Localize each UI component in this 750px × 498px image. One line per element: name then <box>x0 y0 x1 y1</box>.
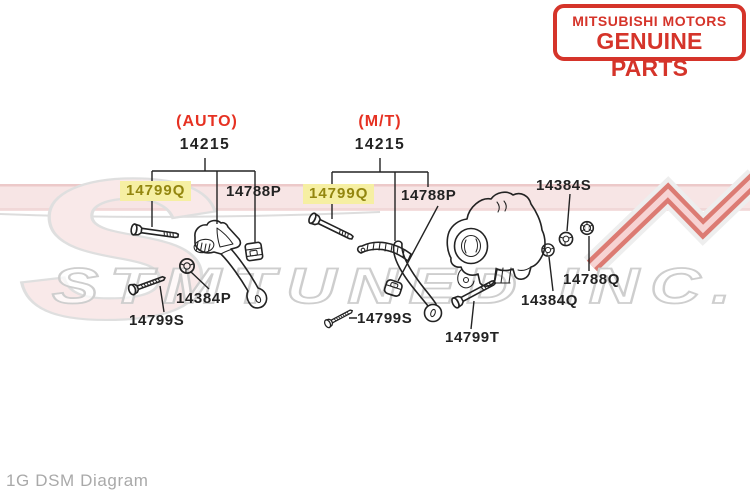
diagram-caption: 1G DSM Diagram <box>6 471 149 490</box>
part-label-14799s-mt: 14799S <box>357 310 413 327</box>
part-label-14384q: 14384Q <box>521 292 578 309</box>
part-label-14799s-auto: 14799S <box>129 312 185 329</box>
washer-14384p-drawing <box>179 258 195 274</box>
badge-line1: MITSUBISHI MOTORS <box>572 13 727 29</box>
watermark-letter-s: S <box>18 138 218 362</box>
variant-label-mt: (M/T) <box>358 113 402 130</box>
callout-lines-mt <box>331 158 439 282</box>
part-label-14788p-auto: 14788P <box>226 183 282 200</box>
genuine-parts-badge: MITSUBISHI MOTORS GENUINE PARTS <box>553 4 746 81</box>
part-label-14799t: 14799T <box>445 329 500 346</box>
clip-nut-auto-drawing <box>244 241 264 262</box>
alternator-drawing <box>446 191 546 289</box>
pivot-bolt-mt-drawing <box>306 211 356 244</box>
part-number-14215-mt: 14215 <box>354 136 406 153</box>
variant-label-auto: (AUTO) <box>176 113 238 130</box>
watermark-chevron <box>583 169 750 275</box>
part-number-14215-auto: 14215 <box>179 136 231 153</box>
badge-line2: GENUINE PARTS <box>596 28 703 81</box>
part-label-14788p-mt: 14788P <box>401 187 457 204</box>
nut-14788q-drawing <box>579 220 595 236</box>
leader-lines <box>159 193 590 330</box>
part-label-14384s: 14384S <box>536 177 592 194</box>
watermark-text: STMTUNED INC. <box>52 258 742 314</box>
part-label-14788q: 14788Q <box>563 271 620 288</box>
tensioner-bracket-auto-drawing <box>193 219 268 309</box>
tensioner-bracket-mt-drawing <box>356 240 443 323</box>
nut-mt-drawing <box>383 279 403 297</box>
pivot-bolt-auto-drawing <box>129 222 180 242</box>
part-label-14799q-auto-highlighted: 14799Q <box>120 181 192 201</box>
part-label-14799q-mt-highlighted: 14799Q <box>303 184 375 204</box>
part-label-14384p: 14384P <box>176 290 232 307</box>
washer-14384s-drawing <box>558 231 574 247</box>
